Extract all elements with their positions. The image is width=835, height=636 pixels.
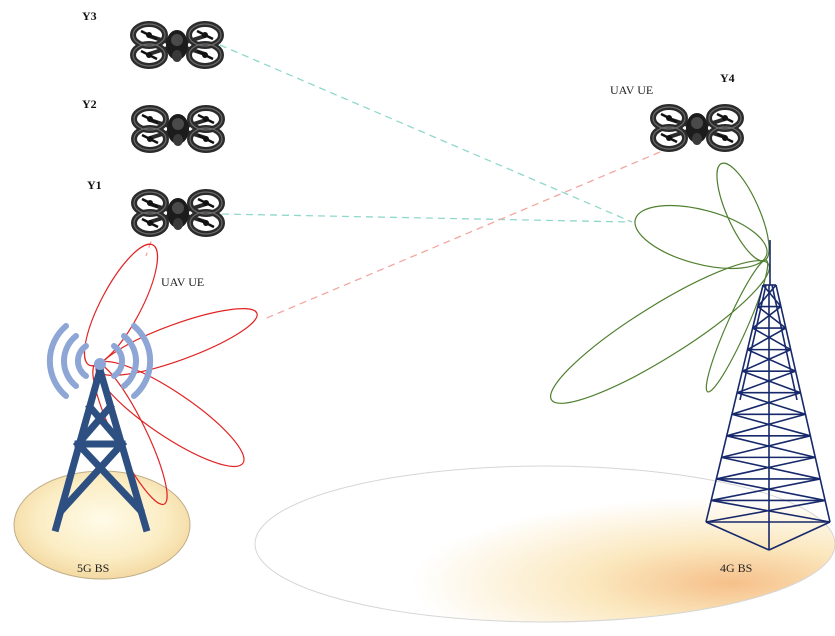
- tower-4g-brace: [741, 348, 792, 372]
- tower-4g-brace: [726, 435, 816, 459]
- tower-4g-brace: [711, 499, 831, 523]
- tower-4g-brace: [747, 327, 787, 351]
- label-y3: Y3: [82, 9, 97, 23]
- label-y1: Y1: [87, 178, 102, 192]
- tower-4g-brace: [716, 478, 826, 502]
- tower-4g-brace: [705, 499, 826, 523]
- tower-4g-brace: [762, 284, 782, 308]
- tower-4g-brace: [721, 435, 811, 459]
- link-y1-to-4g: [221, 213, 631, 223]
- link-y4-to-5g: [261, 151, 661, 321]
- tower-4g-brace: [716, 456, 816, 480]
- drone-y3-icon: [133, 24, 221, 66]
- drone-y4-icon: [653, 107, 741, 149]
- tower-4g-brace: [721, 456, 821, 480]
- drone-y2-icon: [134, 108, 222, 150]
- tower-4g-brace: [736, 370, 796, 394]
- tower-4g-brace: [757, 305, 787, 329]
- beam-4g-down: [549, 260, 771, 404]
- tower-4g-brace: [731, 391, 801, 416]
- label-y2: Y2: [82, 97, 97, 111]
- signal-waves-icon: [46, 323, 154, 399]
- tower-4g-brace: [736, 391, 806, 416]
- link-y3-to-4g: [219, 44, 633, 223]
- beam-4g-up: [716, 162, 770, 262]
- beam-4g-lower: [705, 259, 769, 393]
- tower-4g-brace: [752, 327, 792, 351]
- label-y4: Y4: [720, 71, 735, 85]
- beam-5g-up: [83, 243, 159, 367]
- tower-5g-icon: [51, 358, 151, 533]
- tower-4g-brace: [752, 305, 782, 329]
- label-uav-ue-right: UAV UE: [610, 83, 653, 97]
- tower-4g-icon: [705, 240, 831, 551]
- label-uav-ue-left: UAV UE: [161, 275, 204, 289]
- beam-4g-left: [634, 204, 768, 270]
- beam-pattern-4g: [549, 162, 771, 404]
- label-5g-bs: 5G BS: [77, 561, 109, 575]
- tower-4g-brace: [757, 284, 777, 308]
- drone-y1-icon: [134, 192, 222, 234]
- tower-4g-brace: [747, 348, 796, 372]
- tower-4g-brace: [726, 413, 806, 437]
- tower-4g-brace: [731, 413, 811, 437]
- link-lines: [145, 44, 661, 321]
- coverage-area-4g: [254, 465, 835, 623]
- tower-4g-brace: [711, 478, 821, 502]
- label-4g-bs: 4G BS: [720, 561, 752, 575]
- tower-4g-brace: [741, 370, 801, 394]
